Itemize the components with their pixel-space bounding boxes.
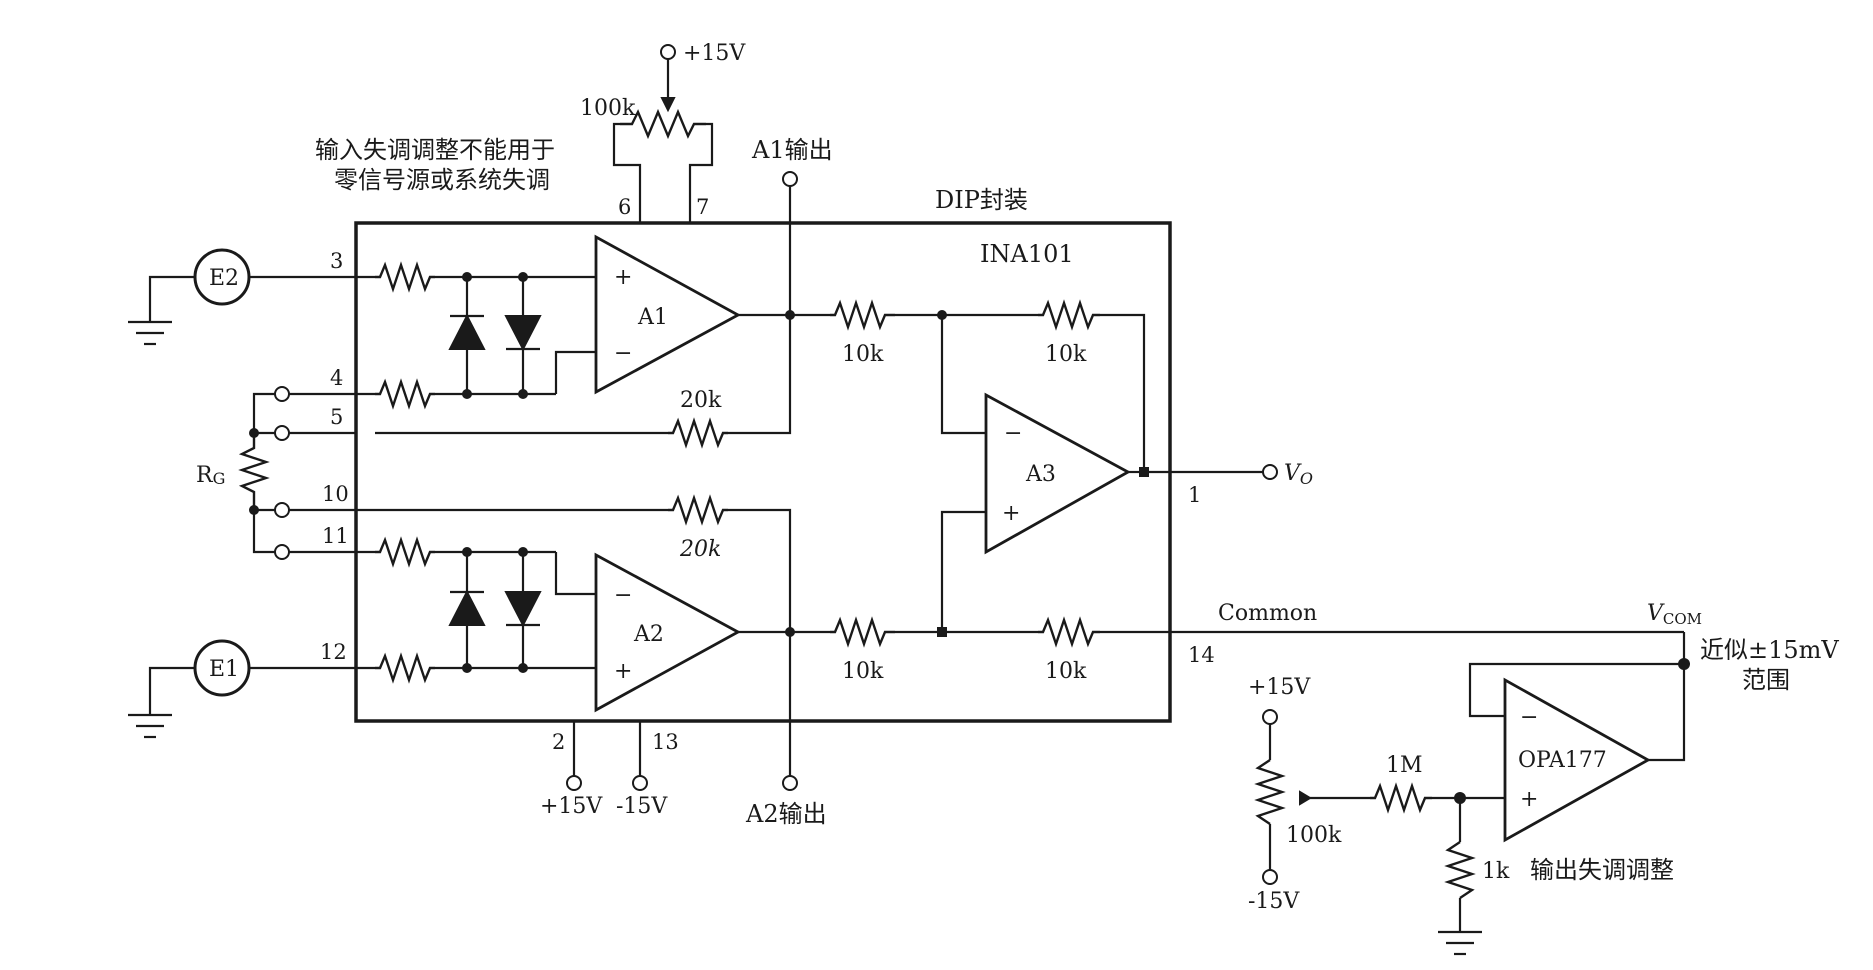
r-10k-a1-out-label: 10k [842,342,884,367]
vo-output-terminal [1262,464,1278,480]
opa177-opamp [1503,677,1651,843]
r-1k-label: 1k [1482,859,1510,884]
rg-label: RG [196,463,225,488]
r-20k-top-label: 20k [680,388,722,413]
pin-4-label: 4 [330,366,343,390]
r-20k-top [375,417,792,449]
bottom-minus-supply-label: -15V [616,794,668,819]
pin-5-label: 5 [330,405,343,429]
a1-plus: + [614,265,632,290]
common-label: Common [1218,601,1317,626]
r-10k-a2-out-label: 10k [842,659,884,684]
rg-resistor-network [238,386,375,560]
right-plus-supply-label: +15V [1248,675,1311,700]
pin-6-label: 6 [618,195,631,219]
a2-output-terminal [782,775,798,791]
pin-2-label: 2 [552,730,565,754]
a3-minus: − [1004,421,1022,446]
note-line-2: 零信号源或系统失调 [334,166,550,194]
opa177-label: OPA177 [1518,748,1607,773]
a1-output-label: A1输出 [751,136,833,164]
a3-plus: + [1002,501,1020,526]
r-1m-label: 1M [1386,753,1423,778]
range-line-2: 范围 [1742,666,1790,694]
e1-source [128,639,375,739]
a2-minus: − [614,583,632,608]
output-offset-adjust-label: 输出失调调整 [1530,856,1674,884]
r-10k-a3-feedback [942,299,1146,472]
a1-input-stage [375,261,596,410]
a1-label: A1 [637,305,668,330]
a1-minus: − [614,341,632,366]
right-pot-label: 100k [1286,823,1342,848]
pin-10-label: 10 [322,482,349,506]
r-10k-ref-label: 10k [1045,659,1087,684]
pin-3-label: 3 [330,249,343,273]
a2-input-stage [375,536,596,684]
r-10k-a2-out [830,616,947,648]
a2-opamp [594,552,741,713]
e2-source [128,248,375,346]
top-pot-label: 100k [580,96,636,121]
vo-label: VO [1284,461,1313,488]
opa177-plus: + [1520,787,1538,812]
a2-label: A2 [633,622,664,647]
pin-13-supply-terminal [632,775,648,791]
opa177-minus: − [1520,705,1538,730]
pin-1-label: 1 [1188,483,1201,507]
r-10k-reference [942,616,1684,648]
vcom-label: VCOM [1647,601,1702,628]
a2-output-label: A2输出 [745,800,827,828]
e1-label: E1 [209,657,239,682]
a3-opamp [984,392,1131,555]
r-10k-a3-fb-label: 10k [1045,342,1087,367]
ina101-label: INA101 [980,240,1074,268]
top-supply-label: +15V [683,41,746,66]
pin-12-label: 12 [320,640,347,664]
pin-14-label: 14 [1188,643,1215,667]
a2-plus: + [614,659,632,684]
a1-opamp [594,234,741,395]
pin-2-supply-terminal [566,775,582,791]
dip-package-label: DIP封装 [935,186,1028,214]
r-20k-bottom [356,494,792,630]
pin-13-label: 13 [652,730,679,754]
input-offset-trim-pot [612,44,714,223]
r-10k-a1-out [790,299,947,331]
pin-7-label: 7 [696,195,709,219]
e2-label: E2 [209,266,239,291]
a3-label: A3 [1025,462,1056,487]
r-20k-bottom-label: 20k [679,537,721,562]
output-offset-circuit [1254,632,1690,956]
range-line-1: 近似±15mV [1700,636,1839,664]
a1-output-terminal [782,171,798,187]
right-minus-supply-label: -15V [1248,889,1300,914]
bottom-plus-supply-label: +15V [540,794,603,819]
note-line-1: 输入失调调整不能用于 [315,136,555,164]
pin-11-label: 11 [322,524,349,548]
